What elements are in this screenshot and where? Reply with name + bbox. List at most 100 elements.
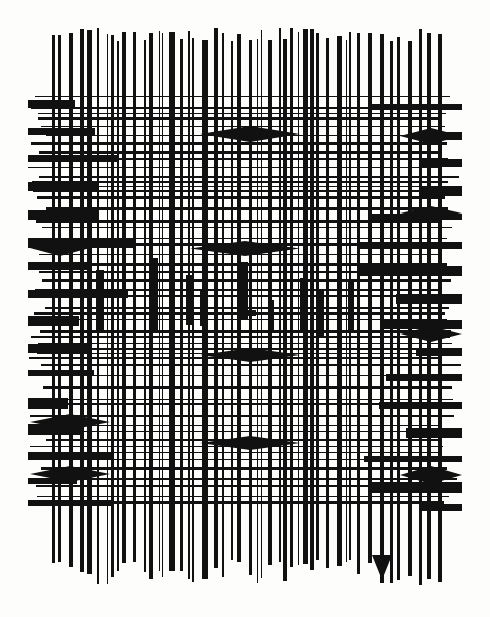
wedge-shape	[30, 240, 90, 256]
vertical-line	[162, 33, 163, 577]
vertical-line	[117, 41, 119, 571]
vertical-line	[283, 39, 287, 581]
central-bar	[186, 275, 194, 325]
left-side-bar	[28, 290, 128, 298]
central-bar	[268, 300, 274, 330]
wedge-shape	[200, 436, 300, 450]
left-side-bar	[28, 452, 112, 460]
vertical-line	[298, 32, 299, 565]
left-side-bar	[28, 100, 75, 108]
vertical-line	[231, 41, 233, 560]
right-side-bar	[386, 374, 462, 381]
horizontal-line	[38, 343, 452, 344]
horizontal-line	[31, 142, 447, 145]
left-side-bar	[28, 370, 94, 376]
wedge-shape	[190, 241, 300, 256]
horizontal-line	[44, 459, 450, 460]
horizontal-line	[35, 403, 446, 405]
right-side-bar	[406, 428, 462, 438]
left-side-bar	[28, 155, 118, 162]
vertical-line	[169, 32, 175, 571]
vertical-line	[80, 29, 84, 572]
wedge-shape	[400, 128, 462, 144]
horizontal-line	[38, 113, 446, 114]
right-side-bar	[357, 242, 462, 249]
horizontal-line	[41, 467, 447, 470]
horizontal-line	[28, 167, 441, 168]
horizontal-line	[42, 186, 458, 187]
central-bar	[348, 282, 354, 332]
horizontal-line	[33, 431, 450, 432]
vertical-line	[111, 35, 114, 577]
vertical-line	[257, 39, 258, 583]
center-mark	[238, 310, 256, 316]
horizontal-line	[32, 181, 448, 183]
right-side-bar	[420, 159, 462, 167]
vertical-line	[52, 35, 55, 563]
horizontal-line	[33, 478, 457, 480]
left-side-bar	[28, 262, 89, 270]
central-bar	[300, 278, 306, 330]
right-side-bar	[421, 186, 462, 196]
wedge-shape	[400, 206, 462, 220]
vertical-line	[357, 33, 360, 574]
right-side-bar	[364, 456, 462, 462]
arrowhead-shape	[372, 555, 392, 580]
left-side-bar	[28, 344, 92, 353]
vertical-line	[87, 30, 92, 574]
horizontal-line	[33, 158, 448, 160]
horizontal-line	[35, 238, 447, 239]
wedge-shape	[30, 414, 110, 430]
central-bar	[200, 290, 206, 326]
vertical-line	[222, 33, 224, 577]
vertical-line	[346, 40, 347, 562]
central-bar	[240, 262, 248, 320]
horizontal-line	[46, 207, 448, 210]
left-side-bar	[28, 398, 68, 409]
horizontal-line	[39, 176, 459, 178]
right-side-bar	[416, 348, 462, 356]
right-side-bar	[369, 214, 462, 220]
right-side-bar	[359, 266, 462, 276]
central-bar	[152, 258, 158, 330]
right-side-bar	[370, 482, 462, 493]
vertical-line	[214, 28, 218, 568]
horizontal-line	[37, 196, 445, 199]
horizontal-line	[34, 399, 453, 400]
left-side-bar	[28, 182, 99, 191]
horizontal-line	[32, 425, 442, 426]
wedge-shape	[30, 466, 110, 482]
horizontal-line	[33, 190, 447, 192]
horizontal-line	[35, 96, 450, 97]
central-bar	[316, 290, 324, 338]
vertical-line	[58, 35, 61, 562]
horizontal-line	[41, 126, 445, 127]
vertical-line	[290, 28, 293, 567]
vertical-line	[149, 33, 153, 579]
horizontal-line	[35, 289, 441, 291]
right-side-bar	[382, 320, 462, 329]
left-side-bar	[28, 500, 113, 506]
horizontal-line	[42, 227, 452, 228]
horizontal-line	[41, 364, 461, 366]
horizontal-line	[34, 452, 442, 453]
horizontal-line	[36, 220, 441, 223]
horizontal-line	[37, 496, 449, 497]
wedge-shape	[200, 126, 300, 142]
horizontal-line	[36, 485, 450, 487]
vertical-line	[337, 36, 342, 566]
left-side-bar	[28, 128, 95, 135]
horizontal-line	[31, 336, 450, 338]
left-side-bar	[28, 478, 77, 484]
left-side-bar	[28, 210, 98, 220]
horizontal-line	[43, 386, 452, 389]
vertical-line	[261, 30, 262, 578]
horizontal-line	[38, 117, 440, 120]
vertical-line	[427, 33, 431, 579]
left-side-bar	[28, 424, 84, 435]
right-side-bar	[396, 294, 462, 304]
horizontal-line	[46, 295, 456, 297]
vertical-line	[368, 33, 372, 563]
